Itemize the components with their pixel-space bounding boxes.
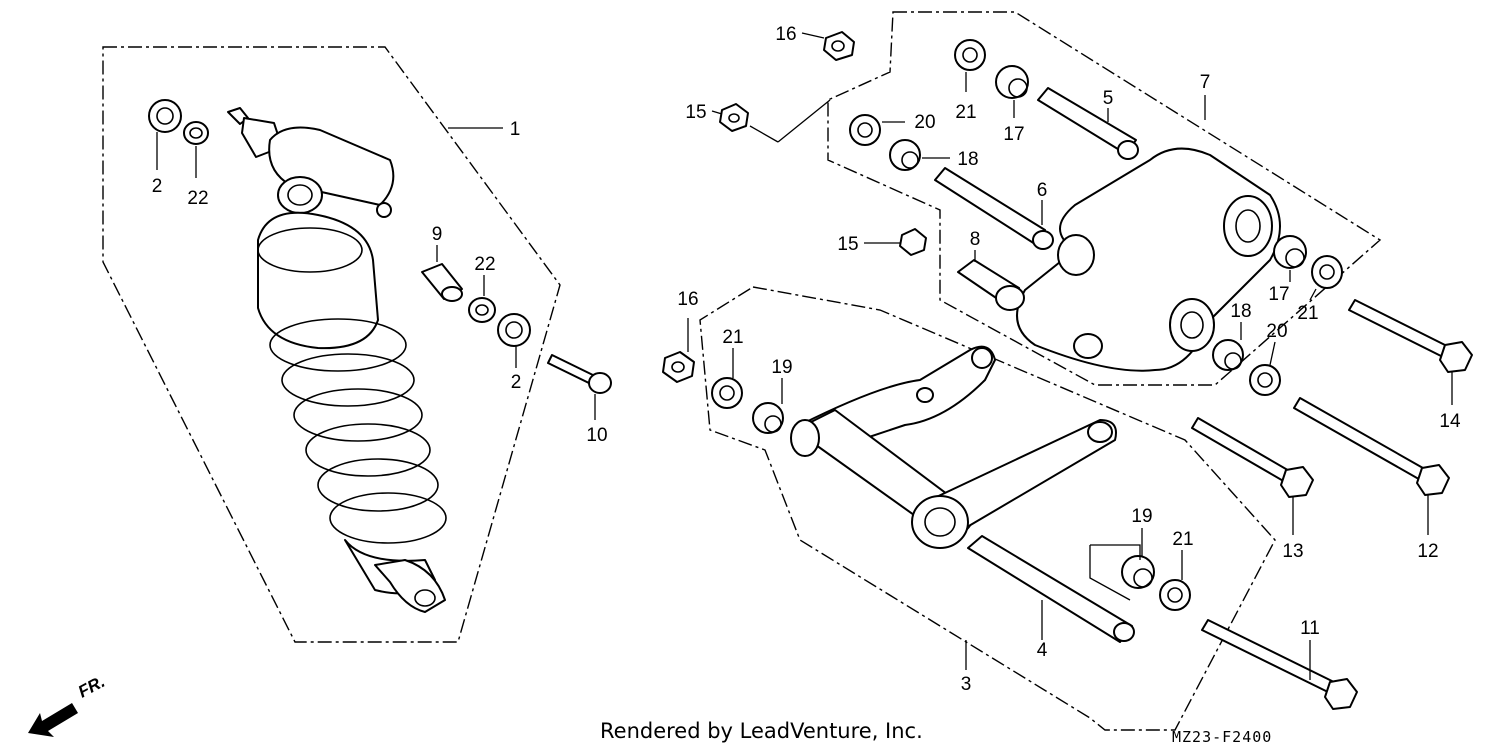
callout-7: 7 bbox=[1200, 72, 1211, 93]
callout-10: 10 bbox=[586, 425, 607, 446]
rear-shock-absorber bbox=[227, 107, 447, 613]
callout-21-arm-right: 21 bbox=[1172, 529, 1193, 550]
bolt-13 bbox=[1191, 417, 1314, 498]
callout-17-upper: 17 bbox=[1003, 124, 1024, 145]
shock-group-outline bbox=[102, 46, 561, 643]
nut-16-lower bbox=[662, 351, 695, 383]
callout-15-middle: 15 bbox=[837, 234, 858, 255]
nut-15-upper bbox=[719, 103, 749, 132]
bearing-19-left bbox=[752, 402, 784, 434]
pin-5 bbox=[1037, 87, 1139, 160]
callout-4: 4 bbox=[1037, 640, 1048, 661]
callout-17-lower: 17 bbox=[1268, 284, 1289, 305]
bolt-12 bbox=[1293, 397, 1450, 496]
callout-16-upper: 16 bbox=[775, 24, 796, 45]
bolt-10 bbox=[547, 354, 612, 394]
front-direction-indicator: FR. bbox=[28, 672, 108, 737]
callout-2-upper: 2 bbox=[152, 176, 163, 197]
callout-5: 5 bbox=[1103, 88, 1114, 109]
diagram-code: MZ23-F2400 bbox=[1172, 728, 1272, 746]
cushion-link bbox=[1016, 147, 1281, 372]
bearing-18-lower bbox=[1212, 339, 1244, 371]
callout-1: 1 bbox=[510, 119, 521, 140]
front-direction-label: FR. bbox=[75, 672, 108, 702]
callout-21-link-upper: 21 bbox=[955, 102, 976, 123]
pin-4 bbox=[967, 535, 1135, 643]
callout-19-left: 19 bbox=[771, 357, 792, 378]
callout-2-lower: 2 bbox=[511, 372, 522, 393]
seal-21-link bbox=[1311, 255, 1343, 289]
callout-15-upper: 15 bbox=[685, 102, 706, 123]
callout-18-upper: 18 bbox=[957, 149, 978, 170]
callout-19-right: 19 bbox=[1131, 506, 1152, 527]
nut-15-middle bbox=[899, 228, 927, 256]
bolt-14 bbox=[1348, 299, 1473, 373]
callout-22-lower: 22 bbox=[474, 254, 495, 275]
callout-8: 8 bbox=[970, 229, 981, 250]
callout-20-upper: 20 bbox=[914, 112, 935, 133]
arm-group-outline bbox=[699, 286, 1276, 731]
washer-22-upper bbox=[183, 121, 209, 145]
callout-14: 14 bbox=[1439, 411, 1461, 432]
seal-21-upper bbox=[954, 39, 986, 71]
callout-labels: 1 2 22 9 22 2 10 16 15 21 17 5 7 20 18 6… bbox=[152, 24, 1461, 695]
callout-16-lower: 16 bbox=[677, 289, 698, 310]
callout-13: 13 bbox=[1282, 541, 1303, 562]
pin-6 bbox=[934, 167, 1054, 250]
callout-11: 11 bbox=[1300, 618, 1320, 639]
callout-12: 12 bbox=[1417, 541, 1438, 562]
nut-16-upper bbox=[823, 31, 855, 61]
callout-3: 3 bbox=[961, 674, 972, 695]
bearing-19-right bbox=[1121, 555, 1155, 589]
seal-2-upper bbox=[148, 99, 182, 133]
collar-9 bbox=[421, 263, 463, 302]
seal-2-lower bbox=[497, 313, 531, 347]
callout-21-link-lower: 21 bbox=[1297, 303, 1318, 324]
callout-18-lower: 18 bbox=[1230, 301, 1251, 322]
bearing-17-upper bbox=[995, 65, 1029, 99]
front-arrow-icon bbox=[28, 703, 78, 737]
seal-20-lower bbox=[1249, 364, 1281, 396]
callout-6: 6 bbox=[1037, 180, 1048, 201]
collar-8 bbox=[957, 259, 1025, 311]
seal-20-upper bbox=[849, 114, 881, 146]
callout-21-arm-left: 21 bbox=[722, 327, 743, 348]
callout-22-upper: 22 bbox=[187, 188, 208, 209]
bolt-11 bbox=[1201, 619, 1358, 710]
bearing-bracket bbox=[1089, 544, 1141, 601]
washer-22-lower bbox=[468, 297, 496, 323]
seal-21-arm-left bbox=[711, 377, 743, 409]
rendered-by-credit: Rendered by LeadVenture, Inc. bbox=[600, 719, 923, 743]
seal-21-arm-right bbox=[1159, 579, 1191, 611]
cushion-arm bbox=[790, 345, 1117, 549]
bearing-17-lower bbox=[1273, 235, 1307, 269]
bearing-18-upper bbox=[889, 139, 921, 171]
callout-20-lower: 20 bbox=[1266, 321, 1287, 342]
callout-9: 9 bbox=[432, 224, 443, 245]
link-group-outline bbox=[827, 11, 1382, 386]
leader-lines bbox=[156, 32, 1453, 680]
